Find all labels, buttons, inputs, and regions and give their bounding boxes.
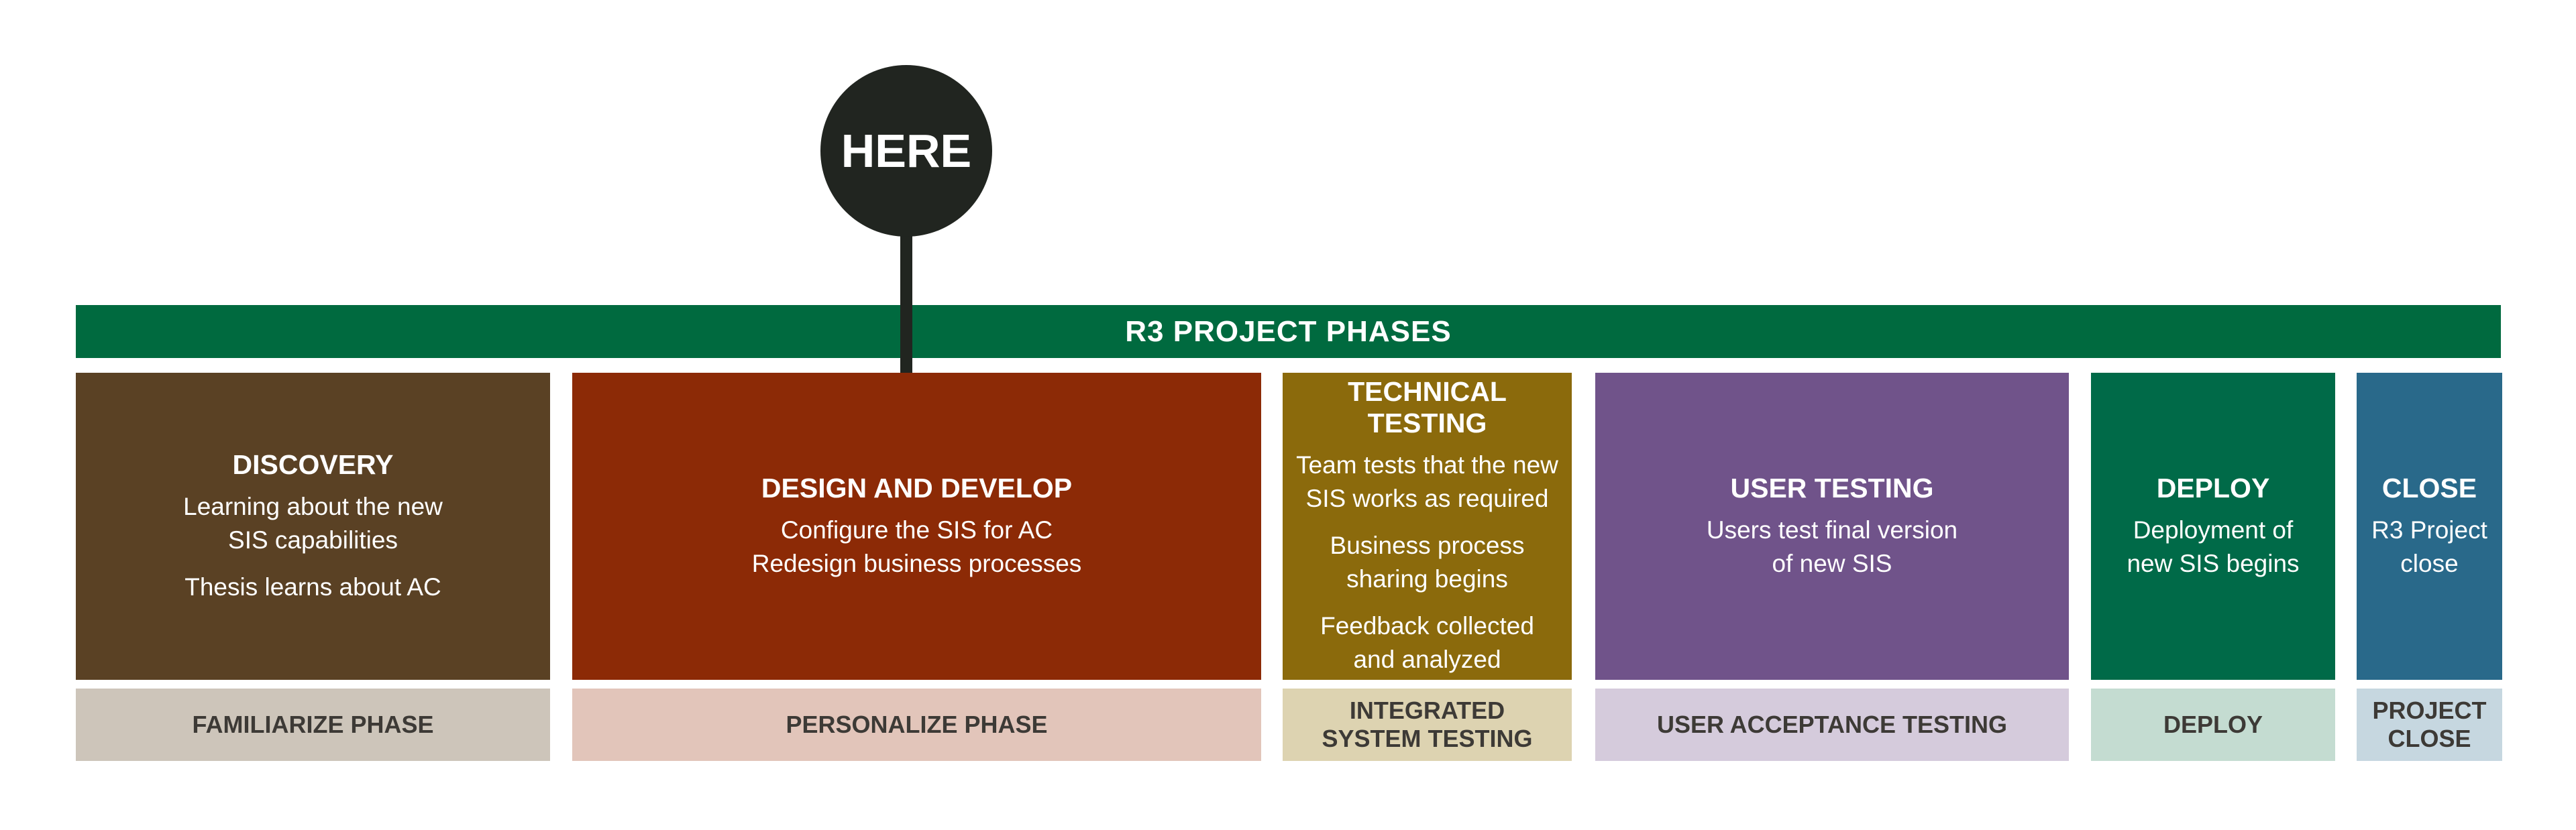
phase-box-design-and-develop: DESIGN AND DEVELOP Configure the SIS for … <box>572 373 1261 680</box>
phase-description: Learning about the new SIS capabilities <box>183 492 443 554</box>
phase-title: USER TESTING <box>1730 472 1934 503</box>
phase-description: Deployment of new SIS begins <box>2127 516 2300 577</box>
phase-title: CLOSE <box>2381 472 2477 503</box>
phase-description: Configure the SIS for AC Redesign busine… <box>751 516 1082 577</box>
phase-title: DISCOVERY <box>232 449 394 480</box>
phase-description: Business process sharing begins <box>1330 532 1525 593</box>
phase-box-user-testing: USER TESTING Users test final version of … <box>1595 373 2069 680</box>
phase-box-technical-testing: TECHNICAL TESTING Team tests that the new… <box>1283 373 1572 680</box>
phase-label-technical-testing: INTEGRATED SYSTEM TESTING <box>1283 689 1572 761</box>
phase-box-deploy: DEPLOY Deployment of new SIS begins <box>2091 373 2335 680</box>
phase-title: DESIGN AND DEVELOP <box>761 472 1073 503</box>
phase-box-close: CLOSE R3 Project close <box>2357 373 2502 680</box>
phase-label-discovery: FAMILIARIZE PHASE <box>76 689 550 761</box>
phase-description: Feedback collected and analyzed <box>1320 612 1534 673</box>
phase-label-user-testing: USER ACCEPTANCE TESTING <box>1595 689 2069 761</box>
phase-box-discovery: DISCOVERY Learning about the new SIS capa… <box>76 373 550 680</box>
phase-description: R3 Project close <box>2371 516 2487 577</box>
phase-title: DEPLOY <box>2156 472 2270 503</box>
phases-banner: R3 PROJECT PHASES <box>76 305 2501 358</box>
phase-label-design-and-develop: PERSONALIZE PHASE <box>572 689 1261 761</box>
phase-label-deploy: DEPLOY <box>2091 689 2335 761</box>
here-marker: HERE <box>820 65 992 237</box>
phase-description: Users test final version of new SIS <box>1706 516 1958 577</box>
phase-title: TECHNICAL TESTING <box>1348 376 1507 438</box>
phase-description: Team tests that the new SIS works as req… <box>1296 451 1558 512</box>
phase-label-close: PROJECT CLOSE <box>2357 689 2502 761</box>
phase-description: Thesis learns about AC <box>184 573 441 601</box>
